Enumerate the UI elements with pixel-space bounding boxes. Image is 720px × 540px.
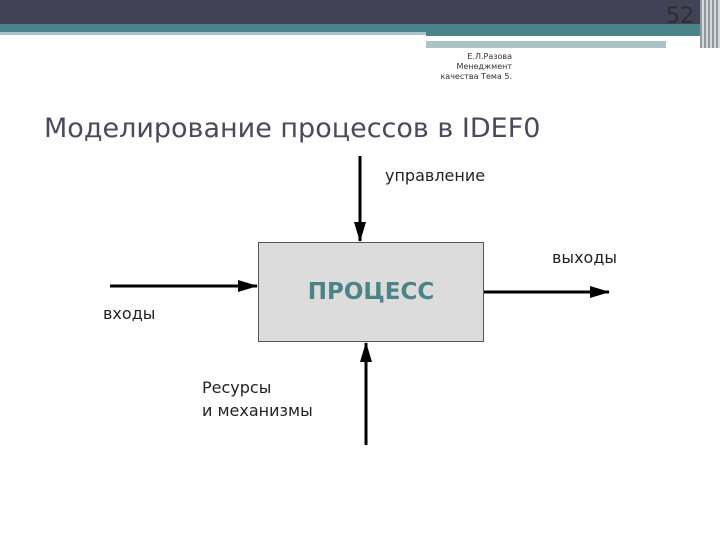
inputs-label: входы xyxy=(103,304,156,323)
author-name: Е.Л.Разова xyxy=(467,52,512,61)
control-label: управление xyxy=(385,166,486,185)
header-accent-right xyxy=(426,32,720,36)
header-stripes xyxy=(700,0,720,48)
mechanisms-line2: и механизмы xyxy=(202,401,313,420)
author-topic: качества Тема 5. xyxy=(440,72,512,81)
header-accent xyxy=(0,24,720,32)
mechanisms-line1: Ресурсы xyxy=(202,378,272,397)
process-label: ПРОЦЕСС xyxy=(307,279,435,305)
author-course: Менеджмент xyxy=(456,62,512,71)
process-box: ПРОЦЕСС xyxy=(258,242,484,342)
header-accent-light xyxy=(0,32,426,35)
outputs-label: выходы xyxy=(552,248,618,267)
header-accent-light-right xyxy=(426,41,666,48)
slide-number: 52 xyxy=(666,4,694,29)
author-note: Е.Л.Разова Менеджмент качества Тема 5. xyxy=(430,52,512,82)
header-band xyxy=(0,0,720,24)
mechanisms-label: Ресурсы и механизмы xyxy=(202,376,313,422)
slide-title: Моделирование процессов в IDEF0 xyxy=(44,113,541,144)
header-divider xyxy=(426,38,666,40)
